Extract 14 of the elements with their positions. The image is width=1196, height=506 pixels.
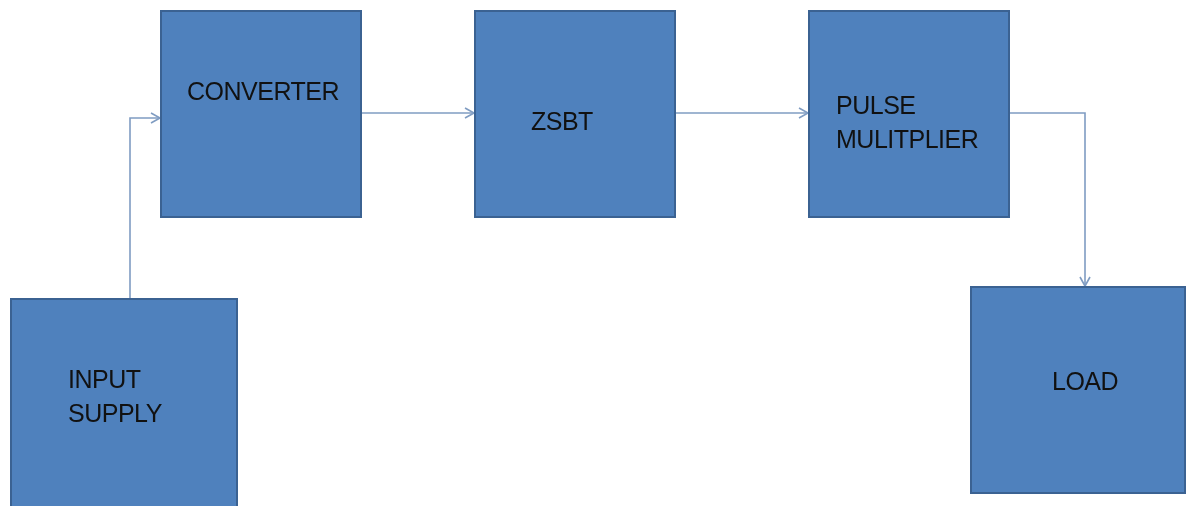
arrow [361,107,475,119]
box-label: LOAD [1052,366,1120,397]
process-box [10,298,238,506]
process-box [160,10,362,218]
box-label: INPUT SUPPLY [68,364,163,429]
arrow [675,107,809,119]
process-box [808,10,1010,218]
box-label: ZSBT [531,106,594,137]
arrow [1009,112,1091,287]
box-label: CONVERTER [187,76,340,107]
process-box [474,10,676,218]
process-box [970,286,1186,494]
box-label: PULSE MULITPLIER [836,90,980,155]
arrow [129,112,161,299]
